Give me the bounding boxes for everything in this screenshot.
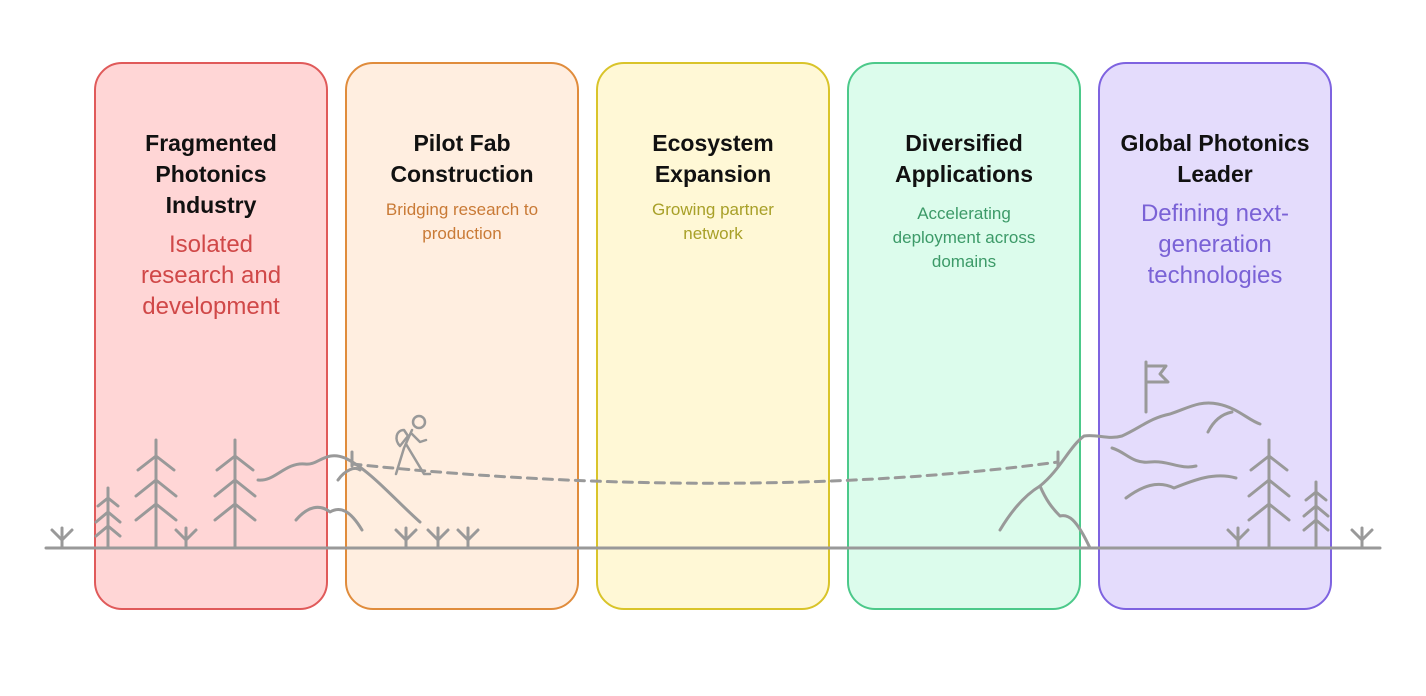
pine-tree-icon	[1249, 440, 1289, 548]
grass-tuft-icon	[1352, 528, 1372, 548]
hiker-icon	[396, 416, 430, 474]
hill-outline	[1112, 448, 1196, 467]
grass-tuft-icon	[458, 528, 478, 548]
hill-outline	[1208, 412, 1232, 432]
mountain-icon	[1040, 486, 1090, 548]
grass-tuft-icon	[396, 528, 416, 548]
pine-tree-icon	[1304, 482, 1328, 548]
grass-tuft-icon	[52, 528, 72, 548]
mountain-icon	[1000, 403, 1260, 530]
pine-tree-icon	[136, 440, 176, 548]
hill-outline	[258, 456, 420, 522]
hill-outline	[296, 507, 362, 530]
grass-tuft-icon	[176, 528, 196, 548]
dashed-path	[352, 462, 1058, 483]
grass-tuft-icon	[428, 528, 448, 548]
flag-icon	[1146, 362, 1168, 412]
hill-outline	[1126, 476, 1236, 498]
hill-outline	[338, 468, 360, 480]
pine-tree-icon	[96, 488, 120, 548]
pine-tree-icon	[215, 440, 255, 548]
grass-tuft-icon	[1228, 528, 1248, 548]
